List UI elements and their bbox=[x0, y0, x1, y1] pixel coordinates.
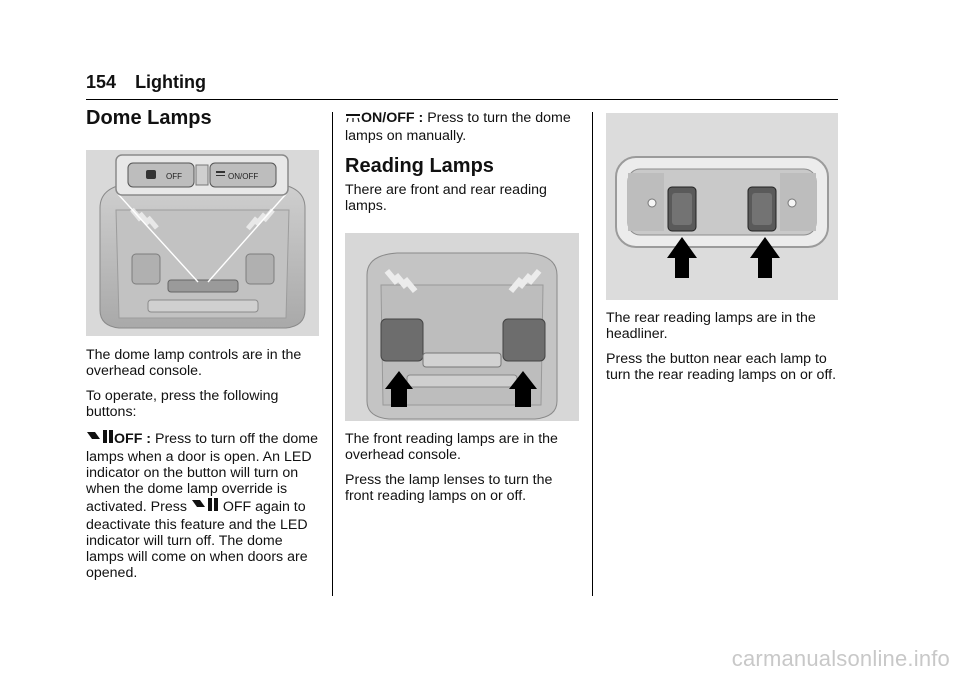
door-lamp-off-icon-inline bbox=[191, 497, 219, 517]
onoff-desc: Press to turn the dome lamps on manually… bbox=[345, 110, 571, 144]
dome-onoff-description: ON/OFF : Press to turn the dome lamps on… bbox=[345, 110, 581, 144]
off-desc-a: Press to turn off the dome lamps when a … bbox=[86, 431, 318, 515]
column-divider-1 bbox=[332, 112, 333, 596]
reading-lamps-heading: Reading Lamps bbox=[345, 155, 494, 177]
front-paragraph-2: Press the lamp lenses to turn the front … bbox=[345, 472, 553, 504]
watermark: carmanualsonline.info bbox=[731, 646, 950, 671]
dome-off-description: OFF : Press to turn off the dome lamps w… bbox=[86, 429, 322, 581]
column-1: Dome Lamps bbox=[86, 107, 320, 129]
column-divider-2 bbox=[592, 112, 593, 596]
page-header: 154 Lighting bbox=[86, 72, 206, 93]
rear-paragraph-1: The rear reading lamps are in the headli… bbox=[606, 310, 816, 342]
figure-onoff-label: ON/OFF bbox=[228, 172, 258, 181]
dome-lamps-heading: Dome Lamps bbox=[86, 107, 212, 129]
dome-paragraph-2: To operate, press the following buttons: bbox=[86, 388, 279, 420]
front-console-illustration bbox=[345, 233, 579, 421]
front-reading-lamps-figure bbox=[345, 233, 579, 421]
dome-lamps-text: The dome lamp controls are in the overhe… bbox=[86, 347, 322, 590]
reading-intro: There are front and rear reading lamps. bbox=[345, 182, 547, 214]
onoff-term: ON/OFF : bbox=[361, 110, 424, 126]
off-term: OFF : bbox=[114, 431, 152, 447]
section-title: Lighting bbox=[135, 72, 207, 92]
rear-headliner-illustration bbox=[606, 113, 838, 300]
off-desc-b: OFF again to deactivate this feature and… bbox=[86, 499, 308, 581]
front-reading-text: The front reading lamps are in the overh… bbox=[345, 431, 581, 513]
figure-off-label: OFF bbox=[166, 172, 182, 181]
rear-reading-text: The rear reading lamps are in the headli… bbox=[606, 310, 838, 392]
dome-lamp-figure: OFF ON/OFF bbox=[86, 150, 319, 336]
overhead-console-illustration: OFF ON/OFF bbox=[86, 150, 319, 336]
front-paragraph-1: The front reading lamps are in the overh… bbox=[345, 431, 558, 463]
rear-reading-lamps-figure bbox=[606, 113, 838, 300]
column-2: ON/OFF : Press to turn the dome lamps on… bbox=[345, 110, 581, 223]
rear-paragraph-2: Press the button near each lamp to turn … bbox=[606, 351, 837, 383]
dome-lamp-icon bbox=[345, 112, 361, 128]
header-rule bbox=[86, 99, 838, 100]
dome-paragraph-1: The dome lamp controls are in the overhe… bbox=[86, 347, 302, 379]
page-number: 154 bbox=[86, 72, 117, 92]
door-lamp-off-icon bbox=[86, 429, 114, 449]
